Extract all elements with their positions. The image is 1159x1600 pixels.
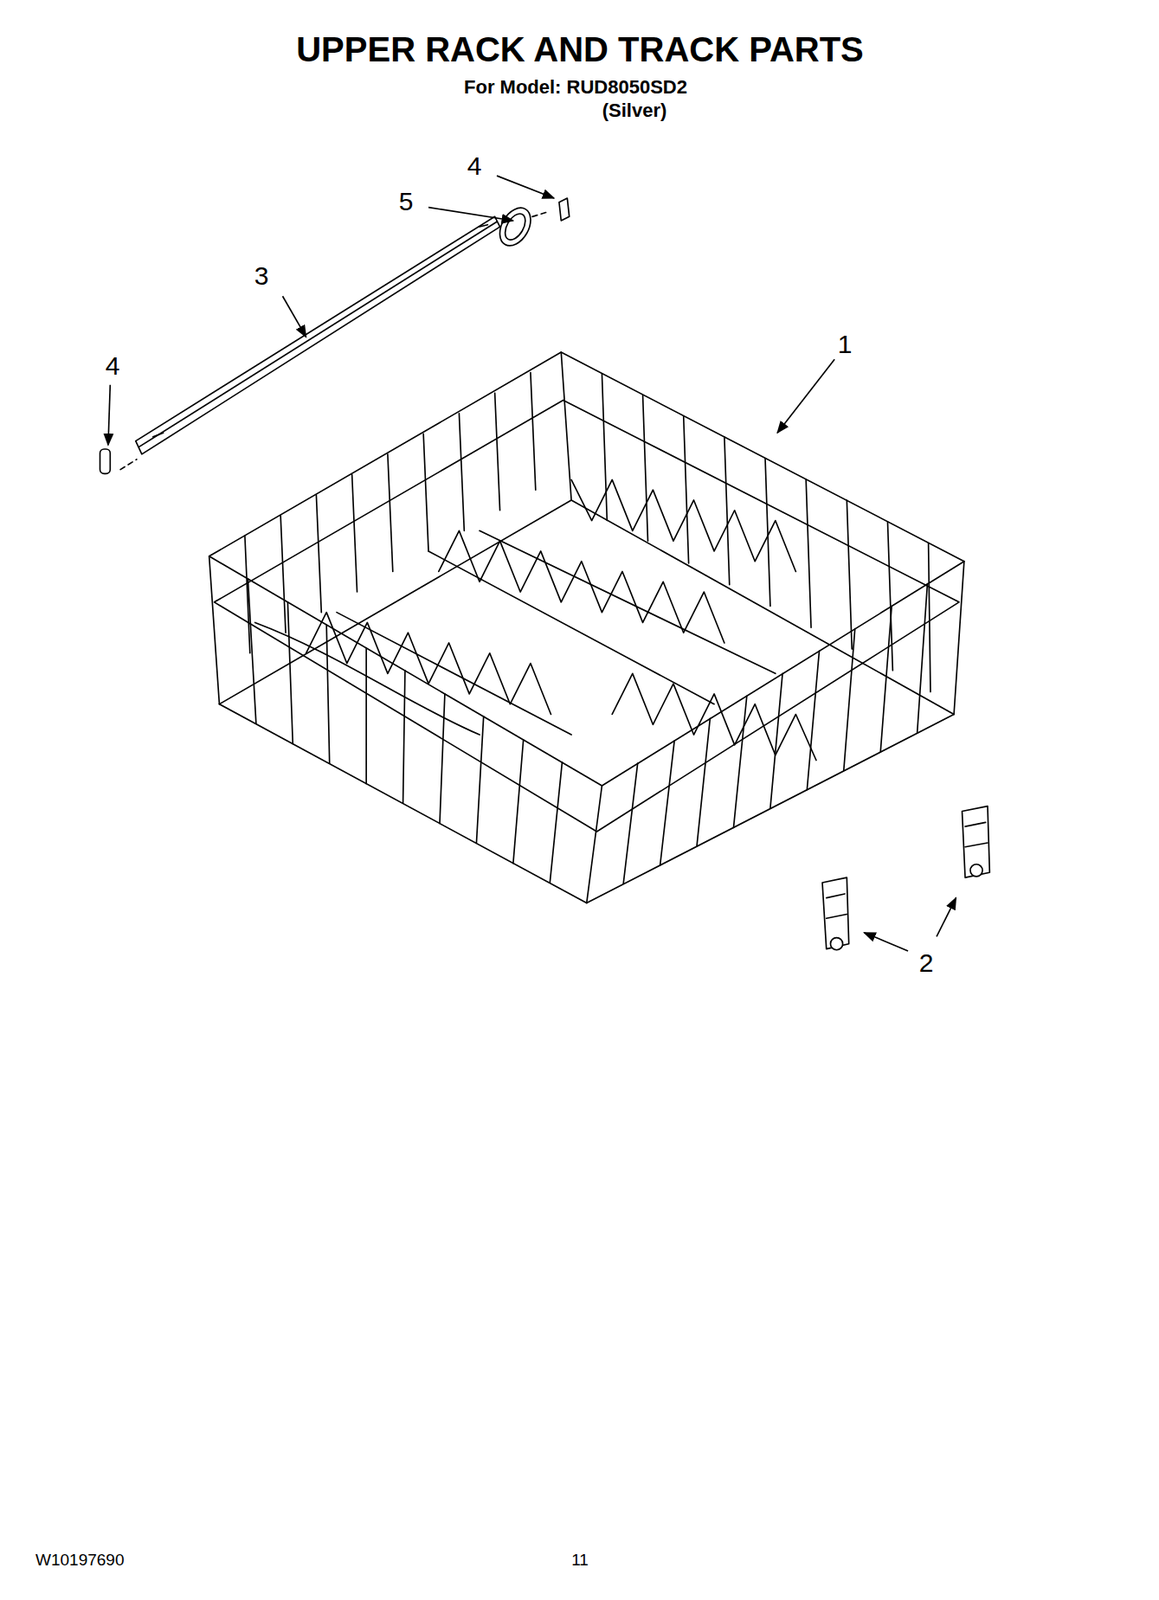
callout-number: 3 — [254, 261, 270, 290]
callout-number: 4 — [105, 351, 121, 380]
callout-number: 2 — [919, 948, 934, 978]
model-line: For Model: RUD8050SD2 — [463, 77, 688, 98]
callout-number: 5 — [399, 186, 414, 216]
document-number: W10197690 — [35, 1551, 124, 1571]
page-title: UPPER RACK AND TRACK PARTS — [296, 30, 864, 69]
callout-number: 4 — [467, 151, 483, 181]
color-note: (Silver) — [602, 100, 668, 122]
callout-number: 1 — [837, 329, 853, 359]
page-number: 11 — [571, 1551, 589, 1571]
